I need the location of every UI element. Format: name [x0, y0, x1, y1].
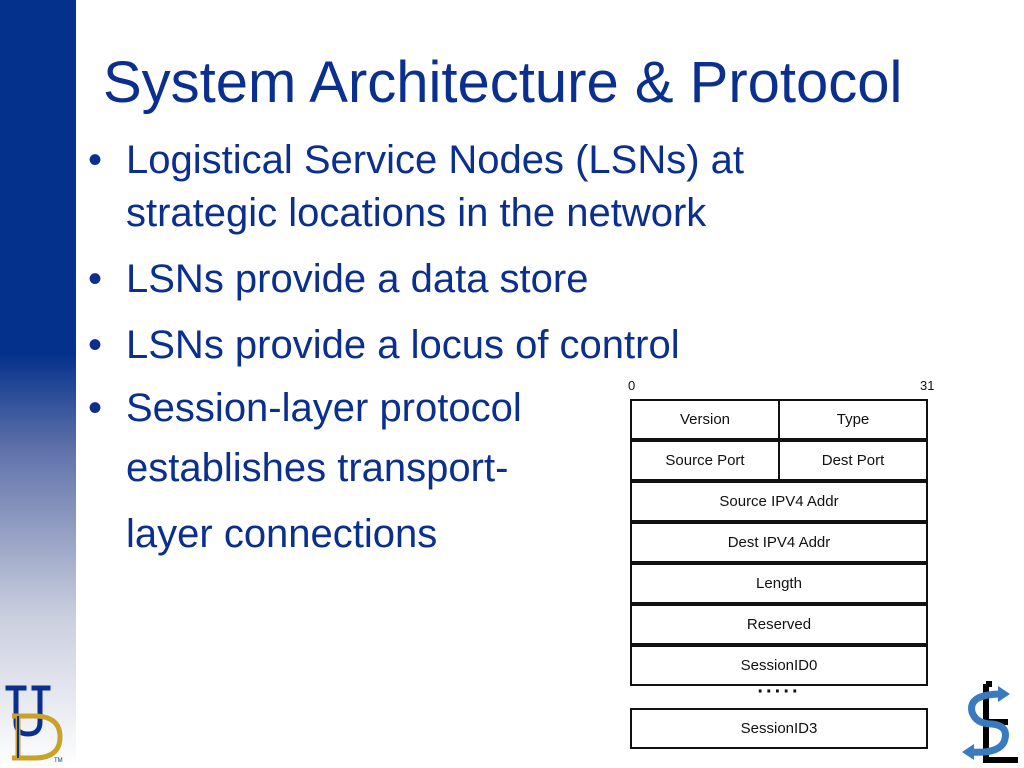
field-source-ipv4-addr: Source IPV4 Addr — [719, 493, 839, 510]
field-reserved: Reserved — [746, 616, 812, 633]
ud-logo-icon: TM — [5, 685, 63, 764]
header-row-ports: Source Port Dest Port — [630, 440, 928, 481]
bullet-dot: • — [88, 257, 103, 301]
trademark-mark: TM — [54, 758, 63, 764]
bullet-text: Session-layer protocol establishes trans… — [126, 382, 848, 567]
bullet-item: • LSNs provide a data store — [88, 253, 848, 306]
bullet-dot: • — [88, 386, 103, 430]
field-length: Length — [756, 575, 802, 592]
bullet-text: LSNs provide a data store — [126, 257, 589, 301]
packet-header-diagram: 0 31 Version Type Source Port Dest Port … — [626, 378, 940, 758]
bullet-dot: • — [88, 323, 103, 367]
header-row-dest-addr: Dest IPV4 Addr — [630, 522, 928, 563]
bullet-dot: • — [88, 138, 103, 182]
bullet-text: LSNs provide a locus of control — [126, 323, 680, 367]
bullet-list: • Logistical Service Nodes (LSNs) at str… — [88, 134, 848, 580]
slide-title: System Architecture & Protocol — [103, 50, 903, 115]
bullet-item: • LSNs provide a locus of control — [88, 319, 848, 372]
bullet-text: Logistical Service Nodes (LSNs) at strat… — [126, 138, 745, 235]
header-row-version-type: Version Type — [630, 399, 928, 440]
bit-start-label: 0 — [628, 378, 636, 393]
header-row-reserved: Reserved — [630, 604, 928, 645]
field-version: Version — [679, 411, 731, 428]
field-dest-port: Dest Port — [778, 442, 926, 479]
bit-end-label: 31 — [920, 378, 935, 393]
bullet-line: layer connections — [126, 512, 438, 556]
field-session-id0: SessionID0 — [740, 657, 818, 674]
header-row-session-id0: SessionID0 — [630, 645, 928, 686]
bullet-line: Session-layer protocol — [126, 386, 522, 430]
bullet-line: establishes transport- — [126, 446, 509, 490]
header-row-length: Length — [630, 563, 928, 604]
field-type: Type — [778, 401, 926, 438]
field-session-id3: SessionID3 — [740, 720, 818, 737]
bullet-item: • Logistical Service Nodes (LSNs) at str… — [88, 134, 848, 240]
se-logo-icon — [962, 681, 1018, 763]
field-dest-ipv4-addr: Dest IPV4 Addr — [727, 534, 831, 551]
rows-ellipsis: ····· — [757, 681, 801, 703]
field-source-port: Source Port — [665, 452, 745, 469]
header-row-source-addr: Source IPV4 Addr — [630, 481, 928, 522]
side-gradient-bar — [0, 0, 76, 768]
header-row-session-id3: SessionID3 — [630, 708, 928, 749]
bullet-item: • Session-layer protocol establishes tra… — [88, 382, 848, 567]
